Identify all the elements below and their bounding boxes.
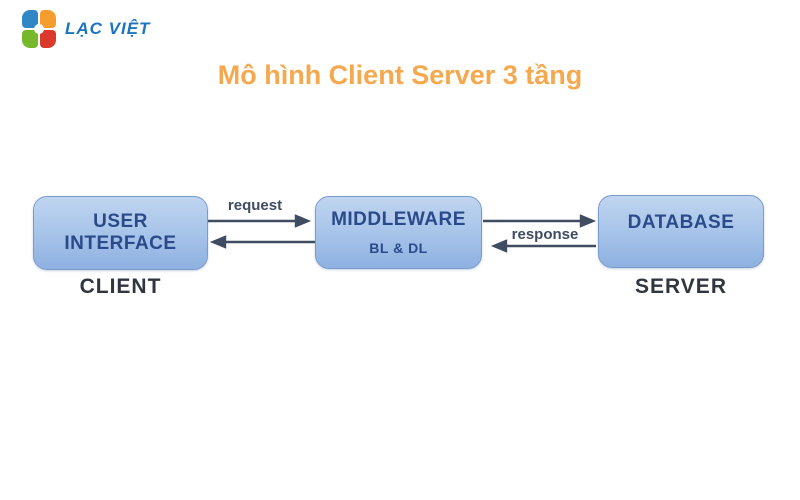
arrow-forward-right-head — [579, 214, 597, 228]
arrow-return-left-head — [209, 235, 227, 249]
node-user-interface-line1: USER — [93, 211, 148, 232]
logo-center-circle — [34, 24, 44, 34]
node-middleware: MIDDLEWARE BL & DL — [315, 196, 482, 269]
node-database-title: DATABASE — [627, 211, 735, 233]
edge-label-request: request — [227, 197, 283, 214]
caption-server: SERVER — [635, 275, 727, 298]
lac-viet-logo: LẠC VIỆT — [22, 10, 150, 48]
logo-square-red — [40, 30, 56, 48]
page-title: Mô hình Client Server 3 tầng — [217, 60, 583, 90]
arrow-response-head — [490, 239, 508, 253]
edge-label-response: response — [511, 226, 579, 243]
lac-viet-logo-icon — [22, 10, 56, 48]
node-middleware-subtitle: BL & DL — [369, 240, 428, 256]
node-database: DATABASE — [598, 195, 764, 268]
node-user-interface-line2: INTERFACE — [64, 233, 177, 254]
node-middleware-title: MIDDLEWARE — [331, 209, 466, 230]
logo-square-blue — [22, 10, 38, 28]
arrow-request-head — [294, 214, 312, 228]
logo-square-orange — [40, 10, 56, 28]
caption-client: CLIENT — [79, 275, 162, 298]
node-user-interface: USER INTERFACE — [33, 196, 208, 270]
logo-text: LẠC VIỆT — [65, 19, 151, 38]
logo-square-green — [22, 30, 38, 48]
